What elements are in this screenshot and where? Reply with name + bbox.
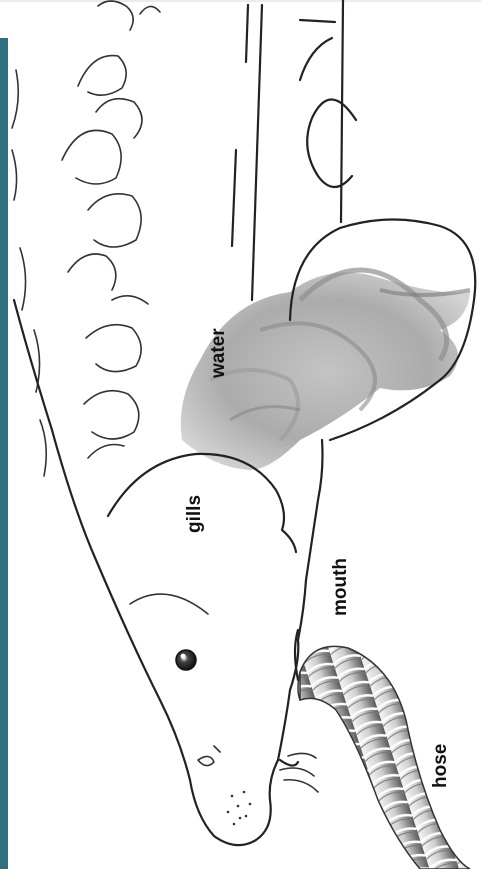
label-water: water xyxy=(208,328,229,379)
label-gills: gills xyxy=(184,495,205,533)
label-hose: hose xyxy=(430,744,451,788)
snout-dots xyxy=(227,791,252,826)
nostril xyxy=(198,746,220,766)
brow-line xyxy=(130,594,208,614)
tank-lines xyxy=(232,0,356,300)
barbels xyxy=(280,753,318,792)
label-mouth: mouth xyxy=(330,558,351,616)
fish-eye xyxy=(176,650,196,670)
fish-scales xyxy=(12,1,160,476)
